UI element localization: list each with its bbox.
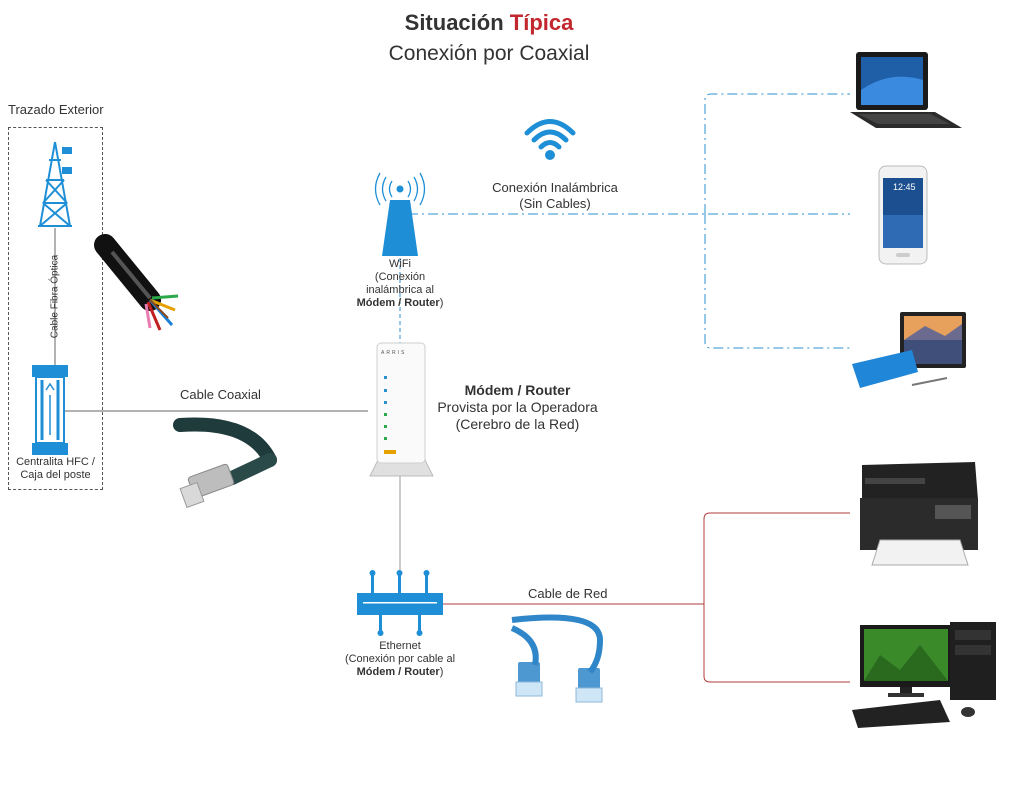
- lan-cable-label: Cable de Red: [528, 586, 608, 601]
- coax-cable-label: Cable Coaxial: [180, 387, 261, 402]
- modem-label: Módem / Router Provista por la Operadora…: [437, 382, 598, 432]
- outside-label: Trazado Exterior: [8, 102, 104, 117]
- hfc-label: Centralita HFC / Caja del poste: [16, 456, 95, 481]
- modem-brand: ARRIS: [381, 350, 407, 356]
- wireless-label: Conexión Inalámbrica (Sin Cables): [492, 180, 618, 211]
- fiber-cable-label: Cable Fibra Óptica: [49, 254, 61, 339]
- ethernet-label: Ethernet (Conexión por cable al Módem / …: [344, 640, 456, 678]
- phone-clock: 12:45: [893, 182, 916, 192]
- diagram-title: Situación Típica: [404, 10, 574, 35]
- diagram-subtitle: Conexión por Coaxial: [388, 42, 590, 65]
- wifi-label: WiFi (Conexión inalámbrica al Módem / Ro…: [356, 258, 444, 309]
